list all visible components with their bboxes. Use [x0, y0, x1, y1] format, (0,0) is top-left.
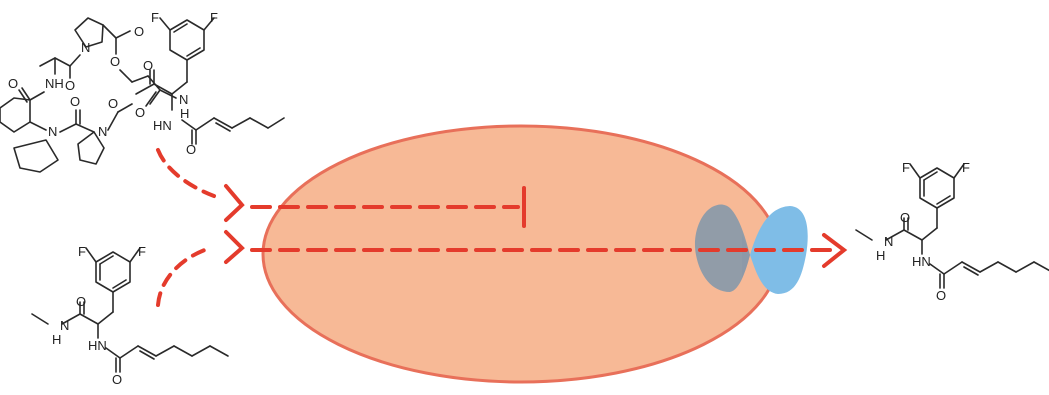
svg-text:O: O — [936, 288, 946, 303]
svg-text:N: N — [98, 124, 107, 139]
svg-text:HN: HN — [912, 254, 931, 269]
svg-text:O: O — [143, 58, 153, 73]
arrowhead-top-in — [224, 184, 245, 222]
svg-text:F: F — [78, 244, 86, 259]
svg-text:HN: HN — [153, 118, 172, 133]
svg-text:N: N — [884, 234, 893, 249]
svg-text:H: H — [52, 332, 61, 347]
arrowhead-out — [822, 233, 848, 268]
svg-text:O: O — [70, 94, 80, 109]
svg-text:H: H — [876, 248, 885, 263]
svg-text:O: O — [76, 294, 86, 309]
svg-text:NH: NH — [45, 76, 64, 91]
molecule-cyclic-depsipeptide: N O O O NH O N H O N — [0, 10, 285, 173]
svg-text:N: N — [81, 40, 90, 55]
curved-arrow-bottom — [156, 246, 212, 307]
svg-text:O: O — [110, 54, 120, 69]
svg-text:H: H — [180, 106, 189, 121]
svg-text:N: N — [179, 92, 188, 107]
svg-text:O: O — [186, 142, 196, 157]
svg-text:N: N — [60, 318, 69, 333]
arrows — [156, 148, 848, 307]
curved-arrow-top — [156, 148, 216, 198]
svg-text:HN: HN — [88, 338, 107, 353]
molecule-linear-amide-output: F F O N H HN O — [855, 160, 1049, 303]
svg-text:O: O — [112, 372, 122, 387]
svg-text:F: F — [138, 244, 146, 259]
svg-text:F: F — [962, 160, 970, 175]
svg-text:O: O — [8, 76, 18, 91]
svg-text:F: F — [902, 160, 910, 175]
svg-text:O: O — [135, 105, 145, 120]
svg-text:O: O — [900, 210, 910, 225]
svg-text:F: F — [151, 10, 159, 25]
svg-text:N: N — [48, 124, 57, 139]
molecule-linear-amide-input: F F O N H HN O — [31, 244, 229, 387]
svg-text:F: F — [210, 10, 218, 25]
svg-text:O: O — [108, 96, 118, 111]
svg-text:O: O — [134, 24, 144, 39]
arrowhead-bottom-in — [224, 230, 245, 264]
svg-text:O: O — [65, 78, 75, 93]
efflux-transporter — [694, 204, 808, 294]
